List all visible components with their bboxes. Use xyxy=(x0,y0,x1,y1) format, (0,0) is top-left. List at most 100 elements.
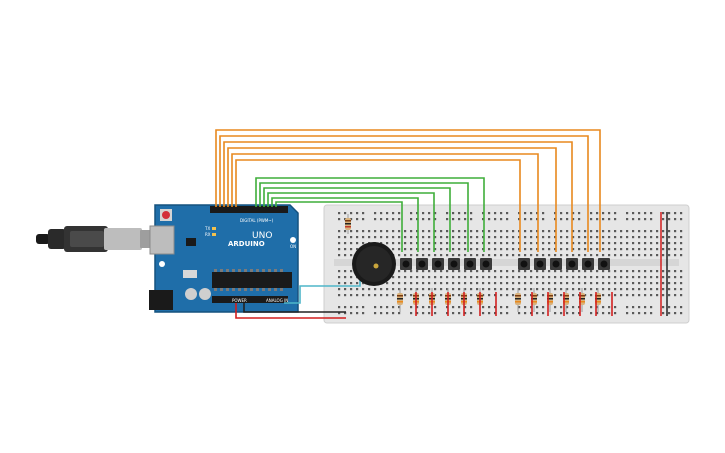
breadboard-hole xyxy=(524,212,527,215)
breadboard-hole xyxy=(614,236,617,239)
breadboard-hole xyxy=(626,230,629,233)
breadboard-hole xyxy=(596,212,599,215)
breadboard-hole xyxy=(590,254,593,257)
breadboard-hole xyxy=(398,254,401,257)
push-button-cap[interactable] xyxy=(450,260,458,268)
breadboard-hole xyxy=(632,236,635,239)
reset-button[interactable] xyxy=(162,211,170,219)
breadboard-hole xyxy=(524,282,527,285)
resistor[interactable] xyxy=(345,214,351,234)
orange-wires[interactable] xyxy=(215,129,601,252)
breadboard-hole xyxy=(614,282,617,285)
breadboard-hole xyxy=(506,270,509,273)
breadboard-hole xyxy=(500,270,503,273)
breadboard-hole xyxy=(338,242,341,245)
breadboard-hole xyxy=(566,254,569,257)
arduino-uno-board[interactable]: ARDUINO UNO DIGITAL (PWM~) ANALOG IN POW… xyxy=(149,204,299,313)
push-button-cap[interactable] xyxy=(552,260,560,268)
breadboard-hole xyxy=(446,312,449,315)
breadboard-hole xyxy=(680,276,683,279)
breadboard-hole xyxy=(566,242,569,245)
breadboard-hole xyxy=(626,306,629,309)
breadboard-hole xyxy=(680,282,683,285)
breadboard-hole xyxy=(380,294,383,297)
breadboard-hole xyxy=(434,230,437,233)
breadboard-hole xyxy=(428,236,431,239)
breadboard-hole xyxy=(500,242,503,245)
breadboard-hole xyxy=(656,294,659,297)
push-button-cap[interactable] xyxy=(520,260,528,268)
breadboard-hole xyxy=(596,236,599,239)
breadboard-hole xyxy=(338,236,341,239)
breadboard-hole xyxy=(548,276,551,279)
breadboard-hole xyxy=(488,248,491,251)
push-button-cap[interactable] xyxy=(568,260,576,268)
breadboard-hole xyxy=(512,242,515,245)
breadboard-hole xyxy=(620,270,623,273)
breadboard-hole xyxy=(428,288,431,291)
green-wires[interactable] xyxy=(255,177,485,252)
breadboard-hole xyxy=(578,312,581,315)
breadboard-hole xyxy=(428,312,431,315)
breadboard-hole xyxy=(356,248,359,251)
push-buttons[interactable] xyxy=(400,258,610,270)
breadboard-hole xyxy=(434,282,437,285)
breadboard-hole xyxy=(572,294,575,297)
breadboard-hole xyxy=(644,212,647,215)
breadboard-hole xyxy=(602,288,605,291)
breadboard-hole xyxy=(524,294,527,297)
push-button-cap[interactable] xyxy=(482,260,490,268)
push-button-cap[interactable] xyxy=(536,260,544,268)
breadboard-hole xyxy=(560,306,563,309)
breadboard-hole xyxy=(386,282,389,285)
breadboard-hole xyxy=(344,270,347,273)
breadboard-hole xyxy=(416,282,419,285)
breadboard-hole xyxy=(500,306,503,309)
breadboard-hole xyxy=(470,282,473,285)
breadboard-hole xyxy=(596,312,599,315)
breadboard-hole xyxy=(404,276,407,279)
breadboard-hole xyxy=(434,236,437,239)
push-button-cap[interactable] xyxy=(466,260,474,268)
breadboard-hole xyxy=(590,270,593,273)
push-button-cap[interactable] xyxy=(402,260,410,268)
analog-label: ANALOG IN xyxy=(266,298,288,303)
button-power-wires[interactable] xyxy=(415,292,613,316)
breadboard-hole xyxy=(494,212,497,215)
breadboard-hole xyxy=(560,294,563,297)
breadboard-hole xyxy=(638,276,641,279)
breadboard-hole xyxy=(602,276,605,279)
breadboard-hole xyxy=(506,276,509,279)
resistor-band xyxy=(547,295,553,297)
breadboard-hole xyxy=(362,306,365,309)
push-button-cap[interactable] xyxy=(434,260,442,268)
breadboard-hole xyxy=(656,270,659,273)
resistor-band xyxy=(547,298,553,300)
breadboard-hole xyxy=(386,236,389,239)
breadboard-hole xyxy=(410,270,413,273)
breadboard-hole xyxy=(368,288,371,291)
push-button-cap[interactable] xyxy=(418,260,426,268)
breadboard-hole xyxy=(470,236,473,239)
breadboard-hole xyxy=(428,248,431,251)
breadboard-hole xyxy=(404,230,407,233)
breadboard-hole xyxy=(632,248,635,251)
breadboard-hole xyxy=(644,270,647,273)
breadboard-hole xyxy=(350,212,353,215)
push-button-cap[interactable] xyxy=(600,260,608,268)
breadboard-hole xyxy=(614,248,617,251)
push-button-cap[interactable] xyxy=(584,260,592,268)
breadboard-hole xyxy=(554,230,557,233)
breadboard-hole xyxy=(386,242,389,245)
breadboard-hole xyxy=(608,306,611,309)
piezo-buzzer[interactable] xyxy=(352,242,396,286)
breadboard-hole xyxy=(458,276,461,279)
breadboard-hole xyxy=(398,248,401,251)
breadboard-hole xyxy=(608,282,611,285)
breadboard-hole xyxy=(632,312,635,315)
usb-cable[interactable] xyxy=(36,226,156,252)
breadboard-hole xyxy=(548,248,551,251)
power-wires[interactable] xyxy=(235,278,361,319)
breadboard-hole xyxy=(608,294,611,297)
breadboard-hole xyxy=(668,276,671,279)
